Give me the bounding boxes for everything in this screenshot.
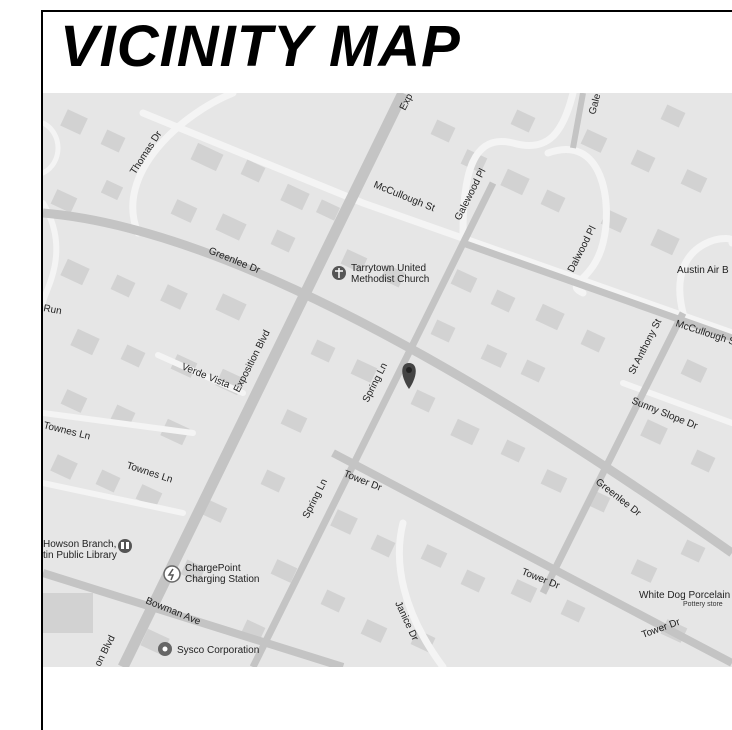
vicinity-map[interactable]: Thomas Dr McCullough St McCullough S Gal… — [43, 93, 732, 667]
place-label: tin Public Library — [43, 550, 117, 561]
place-label: White Dog Porcelain — [639, 590, 730, 601]
buildings — [43, 104, 716, 656]
place-label: Tarrytown United — [351, 263, 426, 274]
place-label: Methodist Church — [351, 274, 429, 285]
library-place[interactable]: Howson Branch, tin Public Library — [43, 539, 132, 561]
sysco-place[interactable]: Sysco Corporation — [158, 642, 259, 656]
place-label: ChargePoint — [185, 563, 241, 574]
map-frame — [41, 10, 732, 730]
church-place[interactable]: Tarrytown United Methodist Church — [332, 263, 429, 285]
minor-roads — [43, 93, 732, 667]
library-icon — [118, 539, 132, 553]
place-label: Charging Station — [185, 574, 260, 585]
page-title: VICINITY MAP — [60, 14, 461, 79]
place-label: Sysco Corporation — [177, 645, 259, 656]
charging-station-icon — [163, 565, 181, 583]
street-label: Run — [43, 303, 62, 317]
charging-station-place[interactable]: ChargePoint Charging Station — [163, 563, 260, 585]
place-sublabel: Pottery store — [683, 601, 723, 608]
main-roads — [43, 93, 732, 667]
location-pin-icon[interactable] — [402, 363, 416, 389]
place-label: Austin Air B — [677, 265, 729, 276]
place-label: Howson Branch, — [43, 539, 116, 550]
